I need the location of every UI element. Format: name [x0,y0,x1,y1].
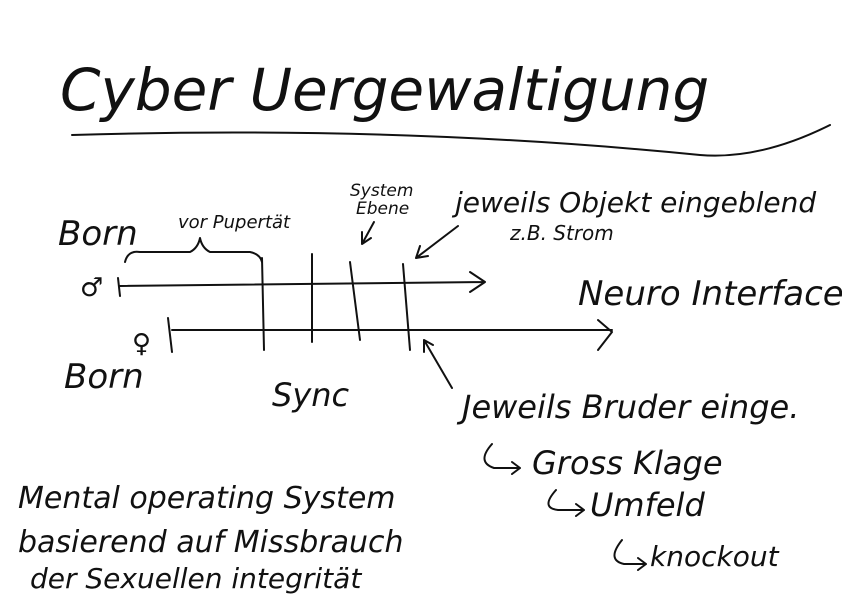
vor-pubertaet-label: vor Pupertät [178,212,291,233]
mental-os-line2: basierend auf Missbrauch [18,525,404,560]
born-bottom-label: Born [64,357,144,397]
gross-klage-hook [483,443,521,475]
jeweils-bruder-arrow [423,339,453,389]
male-symbol: ♂ [80,273,103,303]
gross-klage-label: Gross Klage [532,444,723,482]
pubertaet-brace [124,237,263,263]
knockout-label: knockout [650,540,780,573]
umfeld-label: Umfeld [590,486,705,524]
zb-strom-label: z.B. Strom [509,221,614,245]
female-symbol: ♀ [132,329,151,359]
umfeld-hook [547,489,585,517]
sync-label: Sync [272,376,350,414]
page-title: Cyber Uergewaltigung [60,56,709,124]
sync-line-4 [402,263,411,351]
female-timeline [167,317,613,353]
male-timeline [117,271,486,297]
mental-os-line3: der Sexuellen integrität [30,562,362,595]
knockout-hook [613,539,647,571]
born-top-label: Born [58,214,138,254]
neuro-interface-label: Neuro Interface [578,274,842,314]
jeweils-objekt-arrow [415,225,459,259]
jeweils-objekt-label: jeweils Objekt eingeblend [451,186,816,219]
jeweils-bruder-label: Jeweils Bruder einge. [456,388,799,426]
sync-line-3 [349,261,361,341]
mental-os-line1: Mental operating System [18,481,396,516]
sync-line-1 [261,257,265,351]
system-ebene-arrow [361,221,375,245]
title-underline [71,124,831,157]
system-ebene-label-line1: System [350,181,413,201]
system-ebene-label-line2: Ebene [356,199,409,219]
